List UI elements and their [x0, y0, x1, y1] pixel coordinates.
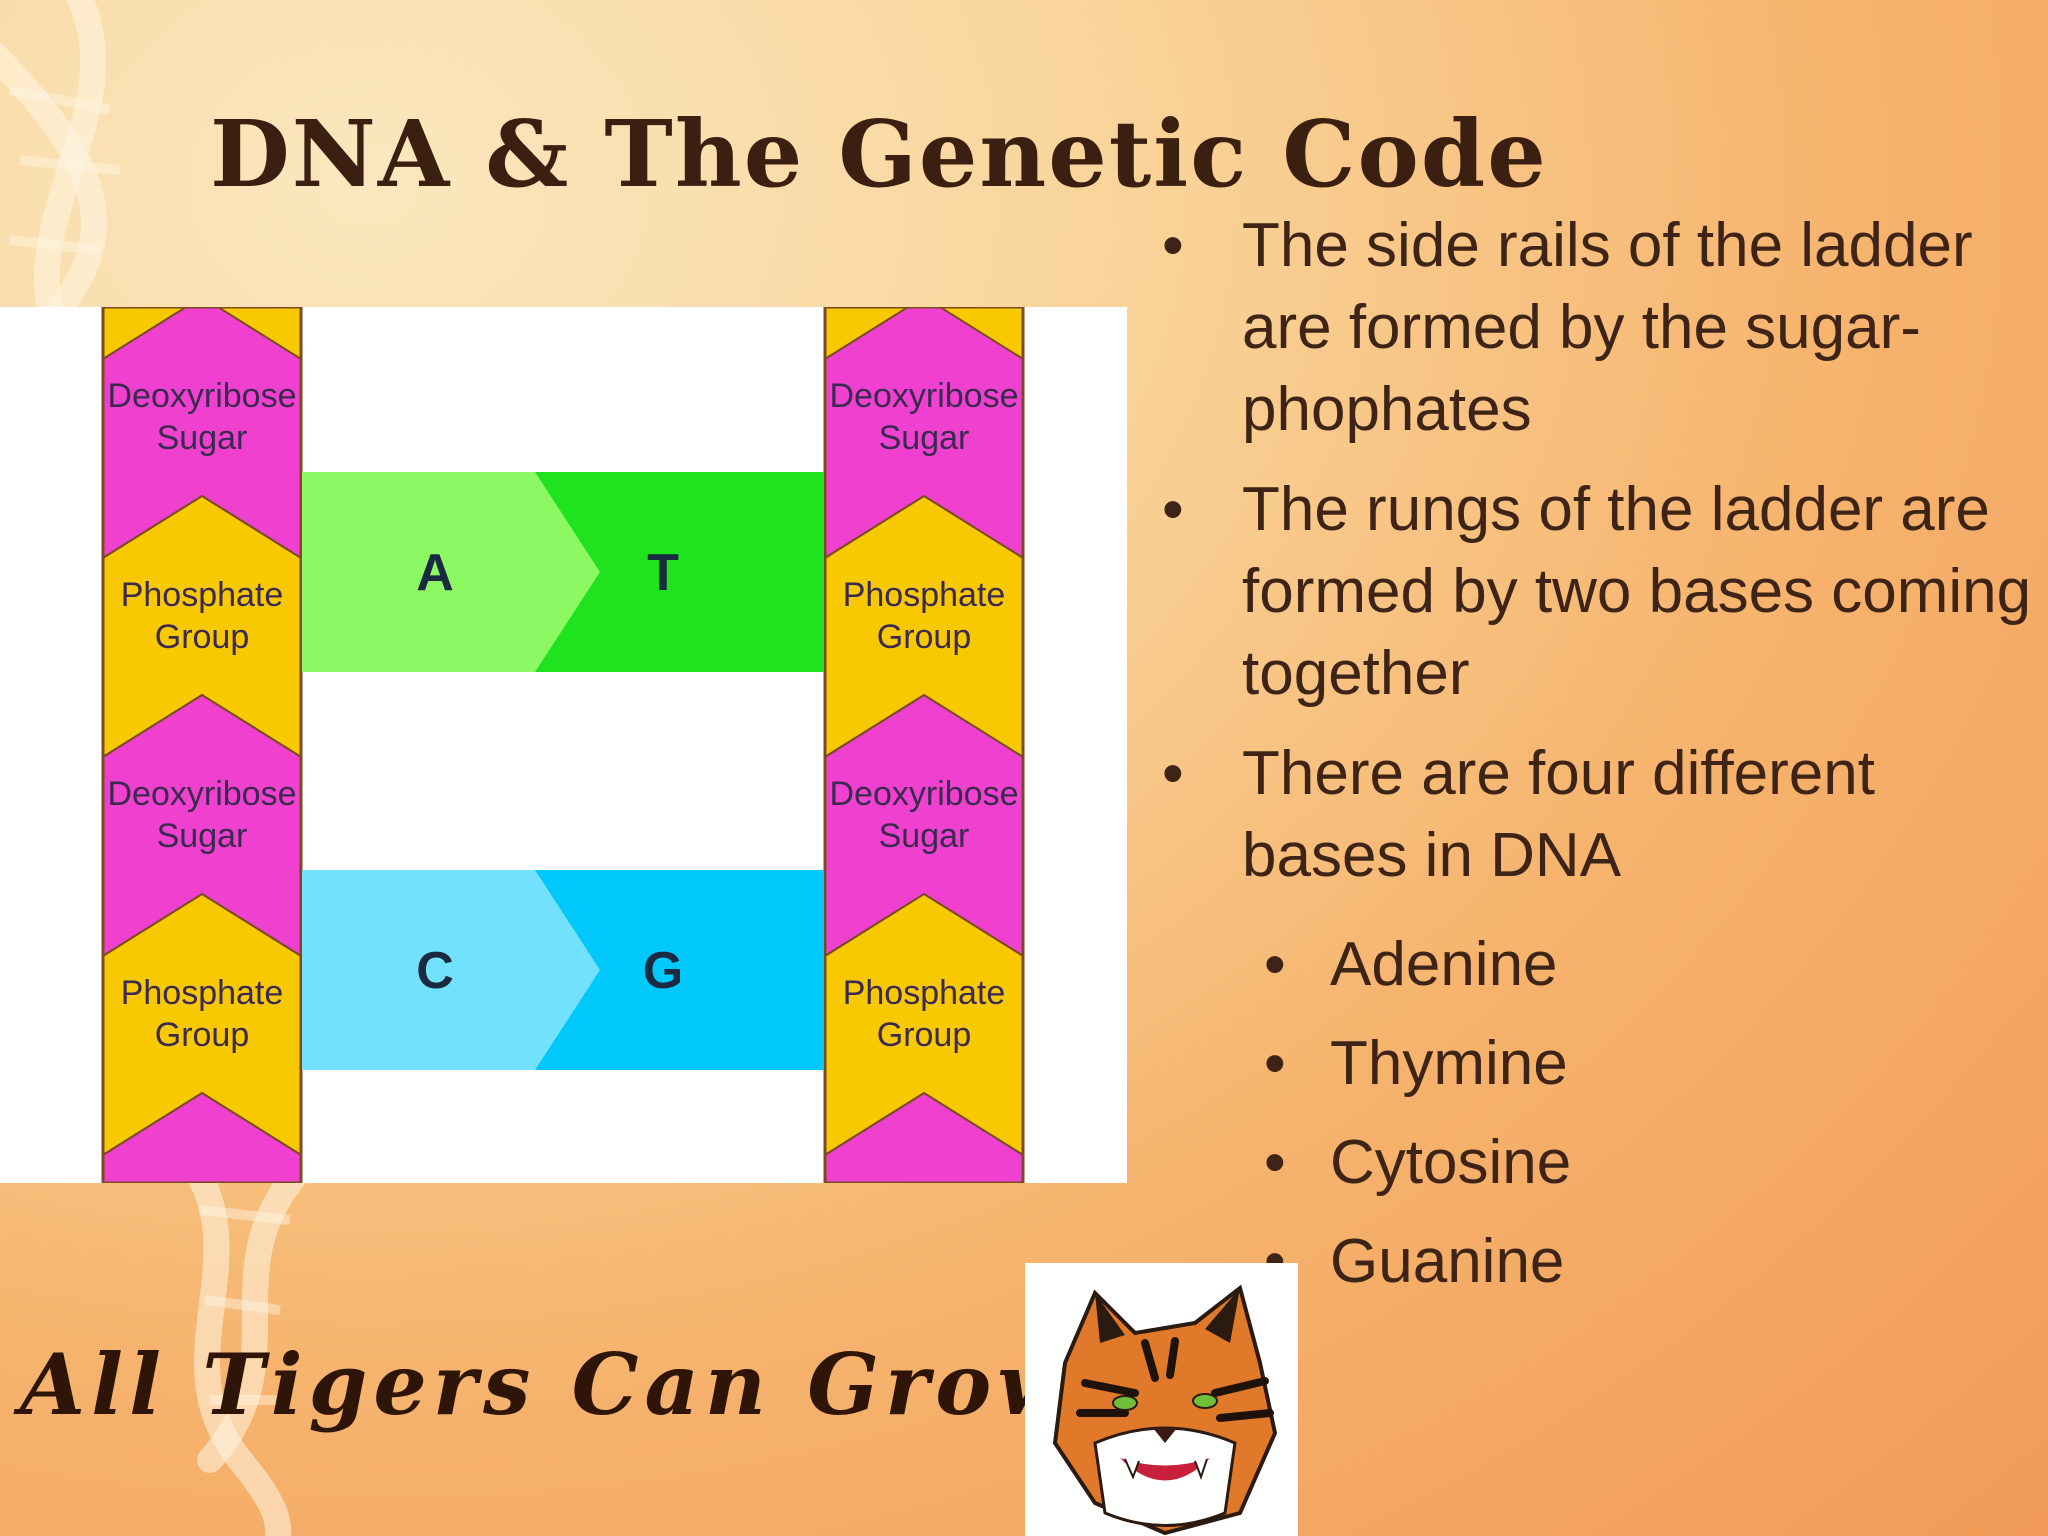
segment-label: Deoxyribose — [108, 377, 297, 415]
base-letter: C — [416, 942, 454, 1000]
tiger-mascot-icon — [1025, 1263, 1298, 1536]
slide-title: DNA & The Genetic Code — [210, 100, 1548, 208]
dna-ladder-svg: DeoxyriboseSugarPhosphateGroupDeoxyribos… — [101, 307, 1025, 1183]
segment-label: Deoxyribose — [830, 775, 1019, 813]
segment-label: Sugar — [879, 419, 970, 457]
bullet-item: The rungs of the ladder are formed by tw… — [1160, 469, 2040, 715]
segment-label: Group — [155, 618, 250, 656]
segment-label: Group — [155, 1016, 250, 1054]
segment-label: Sugar — [879, 817, 970, 855]
segment-label: Deoxyribose — [830, 377, 1019, 415]
rung-left-base — [302, 870, 600, 1070]
segment-label: Sugar — [157, 419, 248, 457]
base-letter: T — [647, 544, 679, 602]
base-letter: A — [416, 544, 454, 602]
sub-bullet-item: Thymine — [1160, 1014, 2040, 1113]
sub-bullet-item: Adenine — [1160, 915, 2040, 1014]
bullet-item: There are four different bases in DNA — [1160, 733, 2040, 897]
motto-text: All Tigers Can Grow! — [20, 1335, 1119, 1434]
sub-bullet-item: Cytosine — [1160, 1113, 2040, 1212]
segment-label: Phosphate — [843, 576, 1006, 614]
rung-left-base — [302, 472, 600, 672]
segment-label: Group — [877, 1016, 972, 1054]
sugar-segment — [824, 1091, 1024, 1183]
segment-label: Phosphate — [121, 974, 284, 1012]
segment-label: Phosphate — [843, 974, 1006, 1012]
segment-label: Phosphate — [121, 576, 284, 614]
segment-label: Group — [877, 618, 972, 656]
bullet-list: The side rails of the ladder are formed … — [1160, 205, 2040, 1311]
bullet-item: The side rails of the ladder are formed … — [1160, 205, 2040, 451]
segment-label: Deoxyribose — [108, 775, 297, 813]
sugar-segment — [102, 1091, 302, 1183]
segment-label: Sugar — [157, 817, 248, 855]
base-letter: G — [643, 942, 683, 1000]
